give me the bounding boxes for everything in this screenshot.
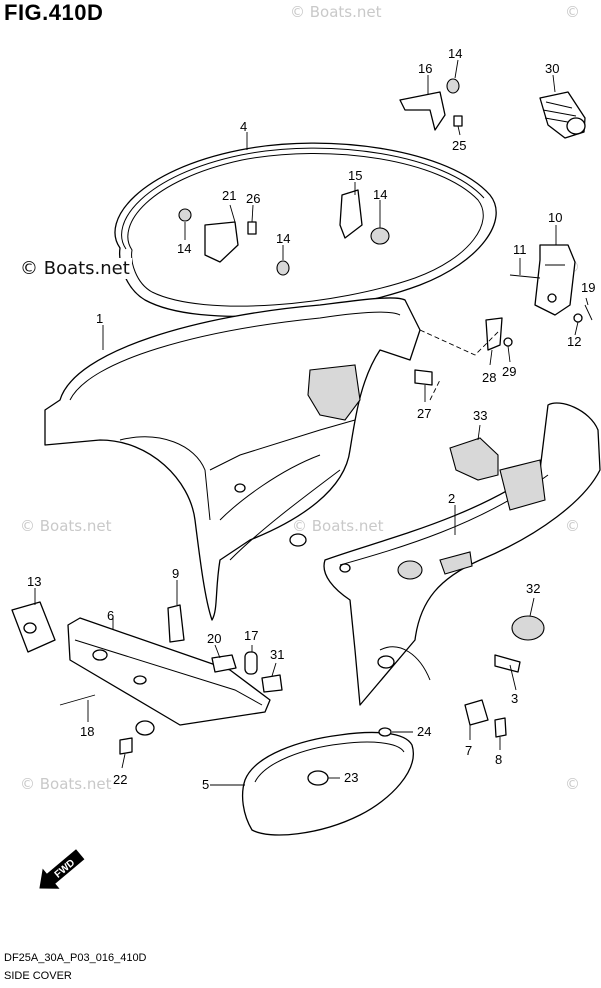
callout-label: 24	[417, 724, 431, 739]
leader-lines	[34, 59, 589, 786]
callout-label: 3	[511, 691, 518, 706]
callout-label: 16	[418, 61, 432, 76]
callout-label: 12	[567, 334, 581, 349]
watermark-edge: ©	[565, 517, 580, 535]
watermark-primary: © Boats.net	[18, 258, 132, 279]
callout-label: 14	[373, 187, 387, 202]
callout-label: 9	[172, 566, 179, 581]
callout-label: 6	[107, 608, 114, 623]
callout-label: 17	[244, 628, 258, 643]
callout-label: 29	[502, 364, 516, 379]
footer-code: DF25A_30A_P03_016_410D	[4, 952, 147, 964]
callout-label: 1	[96, 311, 103, 326]
callout-label: 32	[526, 581, 540, 596]
callout-label: 5	[202, 777, 209, 792]
callout-label: 10	[548, 210, 562, 225]
watermark: © Boats.net	[20, 775, 112, 793]
callout-label: 14	[177, 241, 191, 256]
bottom-plate-part	[241, 731, 414, 836]
callout-label: 7	[465, 743, 472, 758]
callout-label: 14	[448, 46, 462, 61]
round-cap-part	[511, 615, 545, 641]
callout-label: 2	[448, 491, 455, 506]
callout-label: 4	[240, 119, 247, 134]
callout-label: 8	[495, 752, 502, 767]
callout-label: 31	[270, 647, 284, 662]
latch-bracket-part	[534, 244, 576, 316]
grommet-part	[539, 91, 586, 139]
bracket-bar-part	[67, 617, 271, 726]
callout-label: 30	[545, 61, 559, 76]
callout-label: 11	[513, 242, 527, 257]
small-hardware-parts	[59, 78, 593, 755]
footer-name: SIDE COVER	[4, 970, 72, 982]
lower-side-cover-part	[323, 402, 601, 706]
callout-label: 21	[222, 188, 236, 203]
callout-label: 20	[207, 631, 221, 646]
callout-label: 26	[246, 191, 260, 206]
assembly-line	[429, 379, 441, 401]
watermark: © Boats.net	[290, 3, 382, 21]
callout-label: 22	[113, 772, 127, 787]
callout-label: 28	[482, 370, 496, 385]
callout-label: 15	[348, 168, 362, 183]
cap-part	[449, 437, 499, 481]
fwd-arrow-icon: FWD	[39, 849, 85, 889]
callout-label: 25	[452, 138, 466, 153]
watermark-edge: ©	[565, 3, 580, 21]
watermark: © Boats.net	[20, 517, 112, 535]
assembly-line	[419, 329, 501, 356]
seal-ring-part	[114, 142, 497, 317]
callout-label: 33	[473, 408, 487, 423]
figure-title: FIG.410D	[4, 0, 104, 25]
upper-side-cover-part	[44, 297, 421, 621]
watermark-edge: ©	[565, 775, 580, 793]
callout-label: 27	[417, 406, 431, 421]
watermark: © Boats.net	[292, 517, 384, 535]
callout-label: 18	[80, 724, 94, 739]
callout-label: 23	[344, 770, 358, 785]
callout-label: 19	[581, 280, 595, 295]
callout-label: 14	[276, 231, 290, 246]
mount-block-part	[11, 601, 56, 653]
callout-label: 13	[27, 574, 41, 589]
